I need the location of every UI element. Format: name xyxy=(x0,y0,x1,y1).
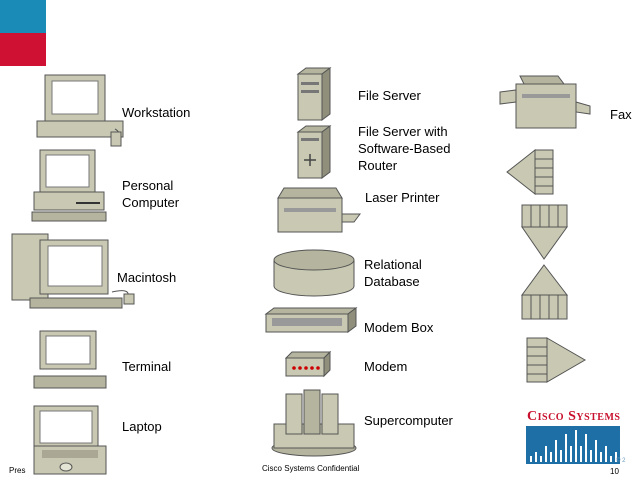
label-modem: Modem xyxy=(364,359,408,374)
laser-printer-icon xyxy=(277,187,361,233)
accent-square-red xyxy=(0,33,46,66)
label-terminal: Terminal xyxy=(122,359,172,374)
label-supercomputer: Supercomputer xyxy=(364,413,453,428)
label-personal-computer-line2: Computer xyxy=(122,195,180,210)
footer-copyright: © 2 xyxy=(616,458,626,464)
laptop-icon xyxy=(33,405,107,475)
page-number: 10 xyxy=(610,467,619,476)
label-file-server-router-line2: Software-Based xyxy=(358,141,451,156)
router-arrow-right-icon xyxy=(526,337,586,383)
supercomputer-icon xyxy=(271,389,357,457)
label-macintosh: Macintosh xyxy=(117,270,177,285)
label-relational-database-line1: Relational xyxy=(364,257,422,272)
cisco-logo-text: Cisco Systems xyxy=(527,409,621,424)
file-server-router-icon xyxy=(296,125,332,179)
personal-computer-icon xyxy=(31,149,107,222)
router-arrow-up-icon xyxy=(521,264,569,320)
accent-square-blue xyxy=(0,0,46,33)
router-arrow-left-icon xyxy=(506,148,554,196)
label-laser-printer: Laser Printer xyxy=(365,190,440,205)
label-file-server-router-line1: File Server with xyxy=(358,124,448,139)
label-file-server-router-line3: Router xyxy=(358,158,398,173)
label-laptop: Laptop xyxy=(122,419,162,434)
label-relational-database-line2: Database xyxy=(364,274,420,289)
footer-left-text: Pres xyxy=(9,466,26,475)
label-file-server: File Server xyxy=(358,88,421,103)
fax-icon xyxy=(499,75,591,129)
modem-box-icon xyxy=(264,307,358,333)
database-icon xyxy=(273,249,355,297)
label-personal-computer-line1: Personal xyxy=(122,178,174,193)
workstation-icon xyxy=(36,74,124,147)
label-fax: Fax xyxy=(610,107,632,122)
footer-confidential: Cisco Systems Confidential xyxy=(262,464,360,473)
label-workstation: Workstation xyxy=(122,105,191,120)
file-server-icon xyxy=(296,67,332,121)
label-modem-box: Modem Box xyxy=(364,320,434,335)
cisco-logo-bars xyxy=(526,426,620,464)
macintosh-icon xyxy=(11,233,135,309)
router-arrow-down-icon xyxy=(521,204,568,260)
terminal-icon xyxy=(33,330,107,389)
modem-icon xyxy=(284,350,332,378)
